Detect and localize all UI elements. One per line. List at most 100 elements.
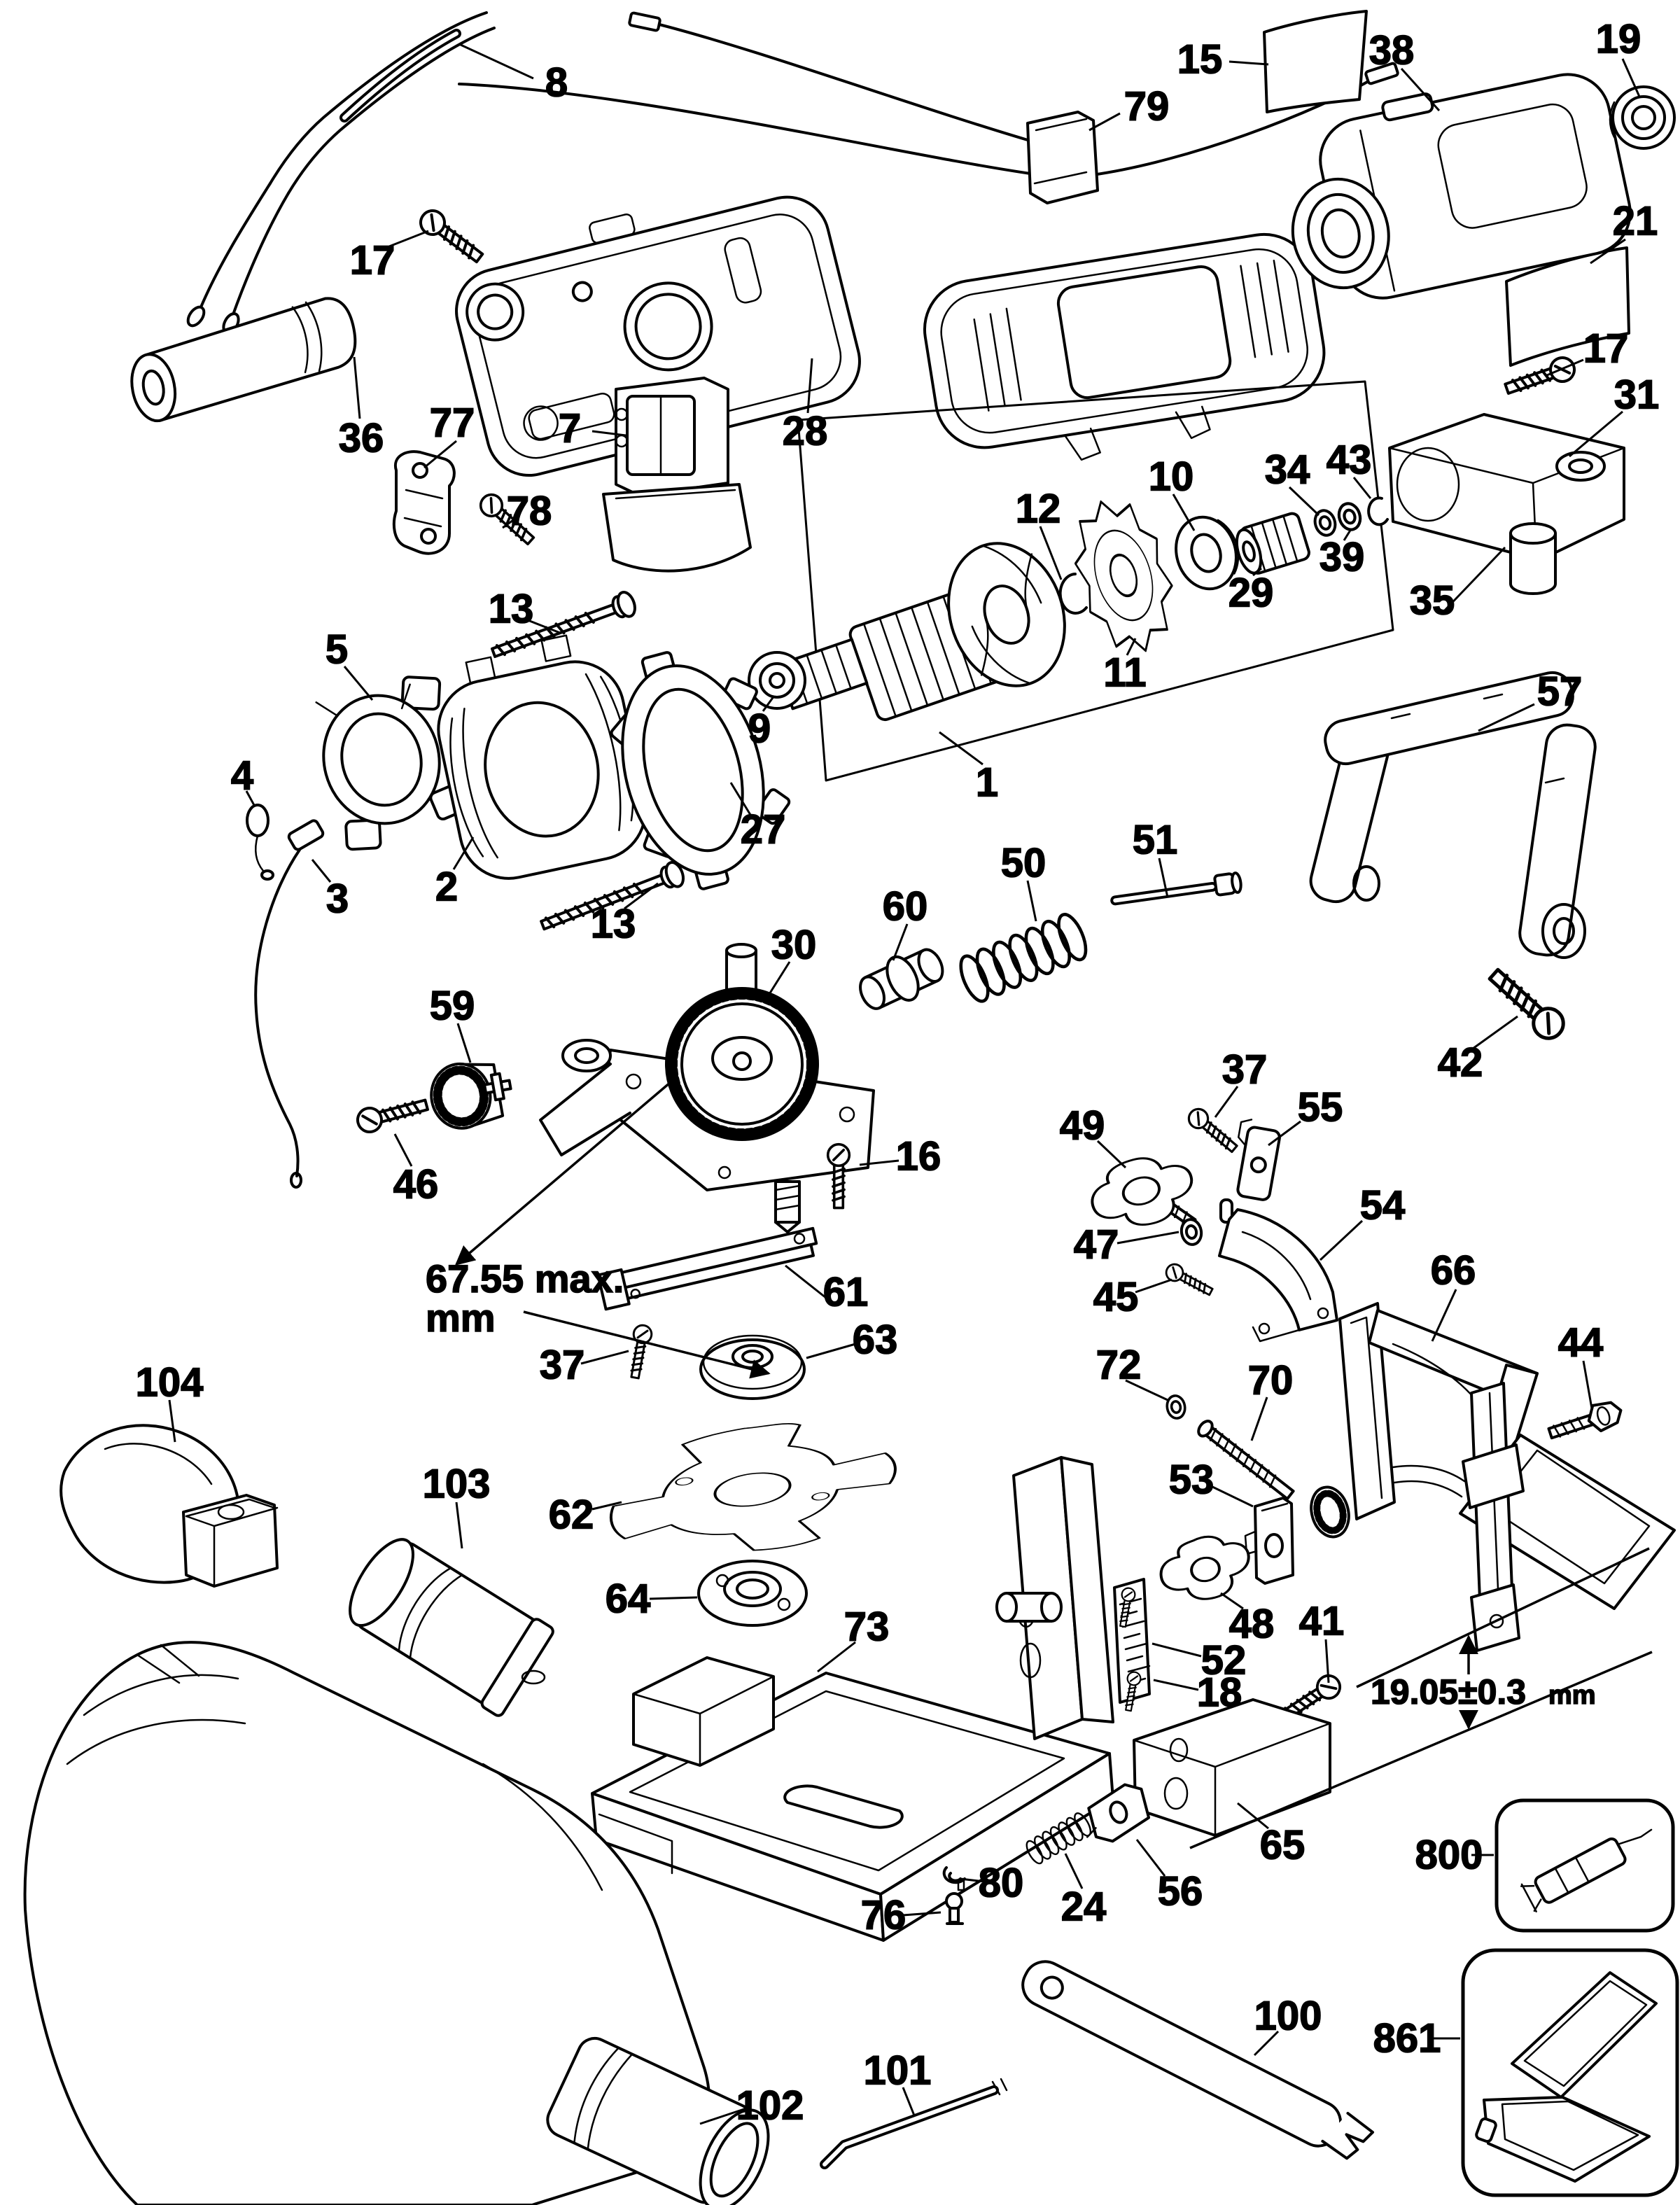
- part-59-adjust-knob: [430, 1062, 512, 1130]
- callout-leader-80: [960, 1877, 985, 1883]
- callout-49: 49: [1060, 1103, 1105, 1149]
- callout-5: 5: [326, 627, 348, 673]
- callout-36: 36: [339, 416, 384, 461]
- callout-leader-44: [1582, 1360, 1593, 1409]
- callout-leader-2: [452, 836, 475, 870]
- blade-extension-dimension-label: 67.55 max.: [426, 1256, 624, 1301]
- callout-29: 29: [1228, 570, 1274, 616]
- callout-leader-8: [460, 43, 534, 80]
- callout-leader-12: [1039, 526, 1063, 580]
- callout-leader-42: [1472, 1015, 1518, 1050]
- part-63-washer-disc: [699, 1334, 806, 1400]
- callout-leader-103: [455, 1502, 463, 1549]
- callout-leader-54: [1319, 1219, 1364, 1261]
- callout-leader-35: [1441, 546, 1506, 615]
- part-43-ring: [1367, 496, 1389, 526]
- part-27-baffle: [610, 651, 791, 890]
- callout-76: 76: [861, 1893, 906, 1938]
- callout-leader-77: [424, 440, 457, 469]
- callout-43: 43: [1326, 438, 1372, 483]
- blade-extension-dimension-arrow: [523, 1310, 771, 1379]
- part-39-washer: [1336, 501, 1363, 533]
- callout-leader-38: [1400, 67, 1441, 112]
- part-5-brush-retainer: [315, 676, 471, 851]
- callout-56: 56: [1158, 1869, 1203, 1914]
- blade-extension-dimension-arrow: [454, 1081, 672, 1266]
- part-72-washer: [1163, 1393, 1189, 1421]
- callout-24: 24: [1061, 1884, 1107, 1930]
- fence-height-dimension-label: 19.05±0.3: [1371, 1672, 1526, 1712]
- callout-leader-7: [592, 430, 626, 437]
- callout-63: 63: [853, 1317, 898, 1363]
- part-48-star-knob: [1159, 1535, 1250, 1600]
- part-64-clamp-nut: [697, 1560, 808, 1627]
- callout-leader-17: [1546, 358, 1584, 377]
- callout-27: 27: [741, 807, 786, 853]
- callout-7: 7: [559, 406, 581, 451]
- callout-61: 61: [823, 1270, 869, 1315]
- part-50-spring: [955, 911, 1091, 1005]
- callout-leader-37: [580, 1350, 629, 1365]
- part-103-dust-nozzle-large: [349, 1538, 554, 1717]
- part-44-hex-bolt: [1547, 1401, 1623, 1440]
- callout-4: 4: [231, 753, 253, 799]
- callout-13: 13: [489, 587, 534, 632]
- callout-leader-50: [1026, 880, 1037, 922]
- callout-9: 9: [748, 706, 771, 752]
- callout-leader-102: [699, 2107, 747, 2125]
- callout-102: 102: [736, 2083, 804, 2129]
- callout-leader-30: [764, 961, 791, 1000]
- callout-leader-65: [1237, 1802, 1269, 1830]
- part-3-lead-wire: [254, 819, 325, 1189]
- callout-46: 46: [393, 1162, 439, 1208]
- callout-2: 2: [435, 864, 458, 910]
- callout-101: 101: [864, 2048, 932, 2094]
- callout-55: 55: [1298, 1085, 1343, 1130]
- callout-leader-57: [1478, 703, 1535, 732]
- callout-54: 54: [1360, 1183, 1406, 1228]
- part-49-star-knob: [1091, 1157, 1197, 1228]
- callout-78: 78: [507, 489, 552, 534]
- part-57-handle-bracket: [1309, 671, 1597, 959]
- callout-leader-48: [1220, 1592, 1244, 1610]
- callout-17: 17: [1583, 326, 1629, 372]
- part-61-slide-rail: [596, 1226, 818, 1311]
- callout-leader-53: [1212, 1485, 1254, 1508]
- part-101-hex-key: [820, 2078, 1008, 2169]
- callout-leader-62: [592, 1501, 622, 1511]
- callout-leader-19: [1621, 58, 1641, 97]
- dust-bag: [23, 1641, 710, 2205]
- callout-59: 59: [430, 983, 475, 1029]
- callout-39: 39: [1320, 535, 1365, 580]
- callout-10: 10: [1149, 454, 1194, 500]
- callout-800: 800: [1415, 1833, 1483, 1878]
- callout-35: 35: [1410, 578, 1455, 624]
- part-36-handle-grip: [130, 297, 357, 423]
- housing-left-half: [455, 195, 861, 477]
- callout-57: 57: [1537, 669, 1583, 715]
- callout-leader-63: [806, 1343, 856, 1359]
- part-16-screw: [826, 1142, 851, 1210]
- callout-19: 19: [1596, 17, 1642, 62]
- callout-leader-70: [1250, 1396, 1268, 1441]
- callout-leader-11: [1126, 638, 1137, 656]
- callout-leader-37: [1214, 1086, 1239, 1118]
- callout-leader-13: [624, 882, 659, 910]
- fence-height-dimension-label: mm: [1548, 1681, 1596, 1710]
- blade-extension-dimension-label: mm: [426, 1296, 496, 1340]
- callout-leader-47: [1116, 1231, 1180, 1245]
- callout-leader-21: [1590, 238, 1626, 265]
- part-30-gear-base: [539, 943, 875, 1233]
- callout-77: 77: [430, 400, 475, 446]
- fence-height-dimension-extension-line: [1189, 1651, 1653, 1849]
- callout-leader-29: [1252, 567, 1262, 577]
- callout-leader-31: [1569, 410, 1623, 458]
- callout-leader-9: [762, 695, 776, 712]
- diagram-line-art: [23, 10, 1679, 2205]
- callout-21: 21: [1613, 199, 1658, 244]
- part-65-base-bracket: [995, 1456, 1331, 1837]
- callout-8: 8: [545, 60, 568, 106]
- part-8-cord-protector: [186, 11, 496, 335]
